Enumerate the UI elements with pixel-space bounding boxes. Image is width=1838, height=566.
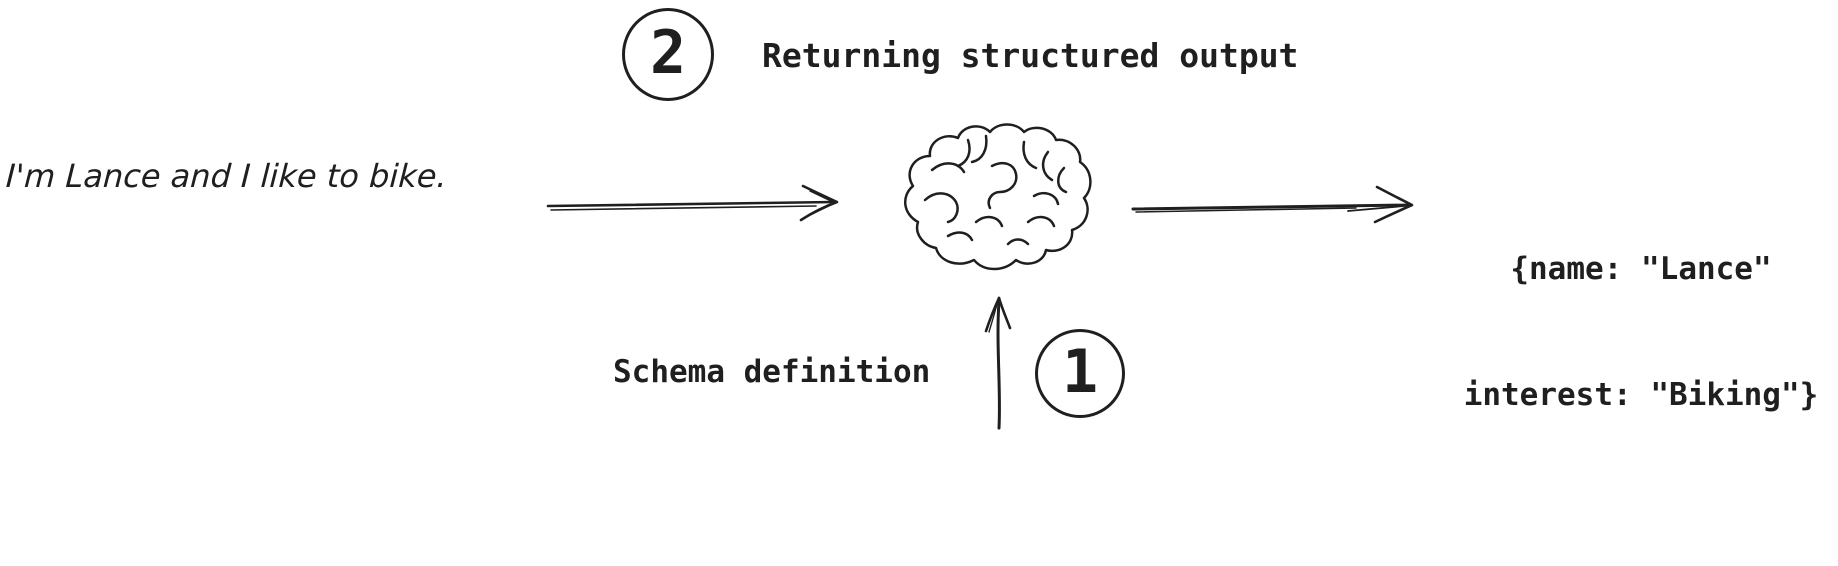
schema-definition-label: Schema definition: [613, 354, 931, 390]
step-2-label: Returning structured output: [762, 36, 1299, 75]
input-text: I'm Lance and I like to bike.: [5, 157, 448, 195]
output-code: {name: "Lance" interest: "Biking"}: [1441, 164, 1838, 500]
schema-code: {name: "Person's name" interest: "Person…: [696, 478, 1296, 566]
step-2-badge: 2: [622, 8, 714, 101]
step-1-badge: 1: [1035, 329, 1125, 418]
arrow-right-icon: [1131, 185, 1414, 224]
arrow-right-icon: [546, 184, 839, 222]
step-2-number: 2: [649, 17, 687, 88]
step-1-number: 1: [1061, 336, 1099, 407]
schema-code-line: {name: "Person's name": [696, 562, 1296, 566]
arrow-up-icon: [984, 296, 1012, 430]
output-code-line: interest: "Biking"}: [1463, 377, 1819, 413]
brain-icon: [904, 123, 1092, 271]
output-code-line: {name: "Lance": [1510, 251, 1772, 287]
